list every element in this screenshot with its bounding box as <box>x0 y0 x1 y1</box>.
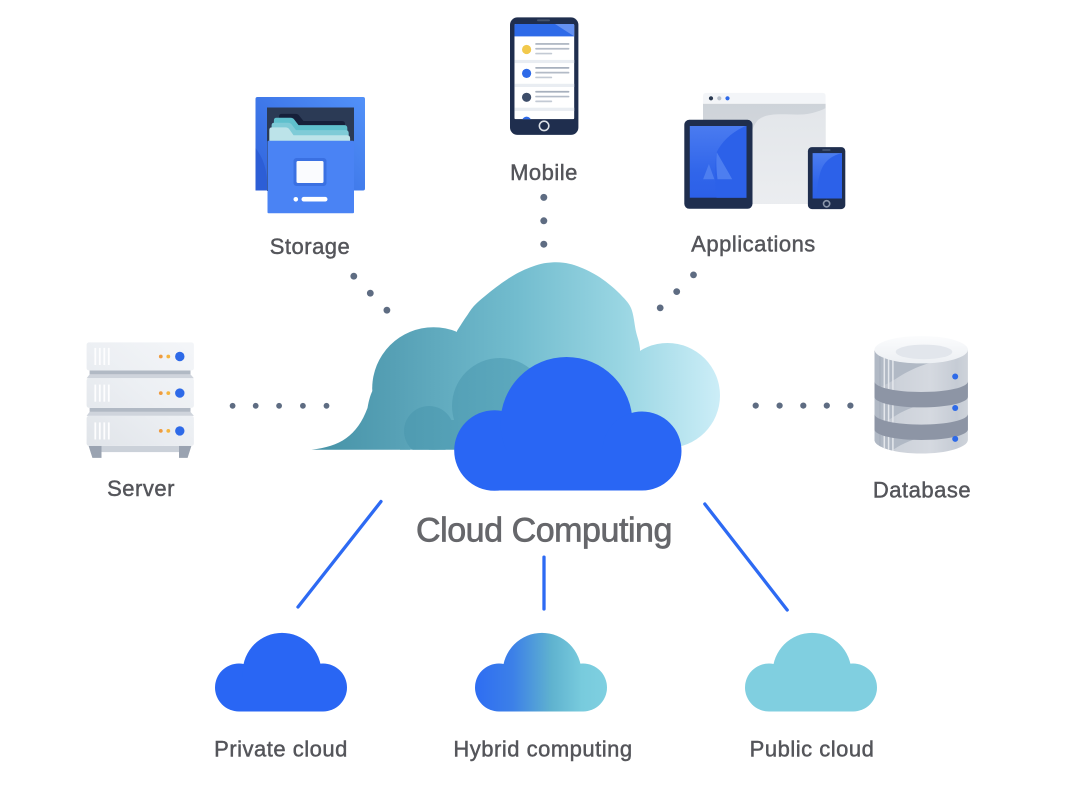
svg-text:Public cloud: Public cloud <box>750 736 875 761</box>
svg-text:Hybrid computing: Hybrid computing <box>453 736 632 761</box>
svg-text:Server: Server <box>107 476 175 501</box>
svg-text:Database: Database <box>873 478 971 503</box>
svg-text:Storage: Storage <box>270 234 351 259</box>
svg-text:Private cloud: Private cloud <box>214 736 348 761</box>
svg-text:Mobile: Mobile <box>510 160 578 185</box>
svg-text:Applications: Applications <box>691 232 816 257</box>
svg-text:Cloud Computing: Cloud Computing <box>416 511 672 549</box>
